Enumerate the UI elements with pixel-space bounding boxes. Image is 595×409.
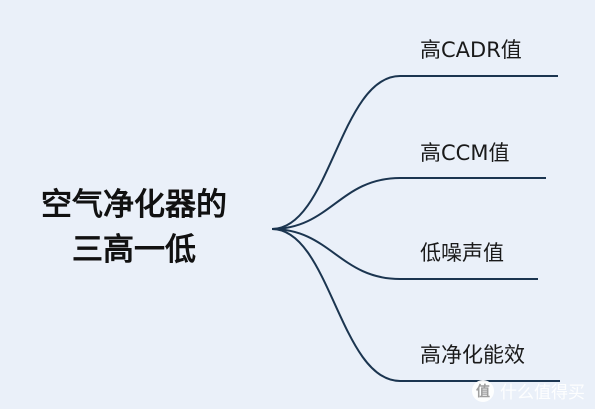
root-topic: 空气净化器的 三高一低 xyxy=(18,183,250,273)
watermark-logo-icon: 值 xyxy=(472,379,494,402)
connector-line-2 xyxy=(271,177,546,230)
branch-label-ccm: 高CCM值 xyxy=(420,141,510,165)
branch-label-noise: 低噪声值 xyxy=(420,241,504,265)
root-topic-line2: 三高一低 xyxy=(72,232,196,268)
connector-line-4 xyxy=(271,228,560,382)
connector-line-3 xyxy=(271,228,538,280)
watermark: 值 什么值得买 xyxy=(472,378,585,403)
branch-label-efficiency: 高净化能效 xyxy=(420,343,525,367)
root-topic-line1: 空气净化器的 xyxy=(41,187,227,223)
connector-line-1 xyxy=(271,75,558,230)
watermark-text: 什么值得买 xyxy=(500,383,585,403)
branch-label-cadr: 高CADR值 xyxy=(420,38,522,62)
